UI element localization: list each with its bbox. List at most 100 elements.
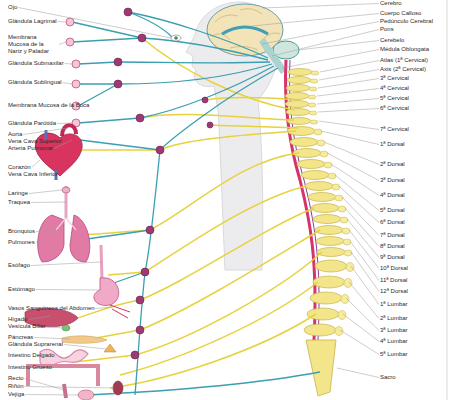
structure-label: 4ª Dorsal [380,192,405,199]
structure-label: 2ª Lumbar [380,315,408,322]
organ-label: Membrana Mucosa de la Nariz y Paladar [8,34,58,55]
leader-line [34,338,70,340]
nerve [118,64,272,84]
leader-line [31,262,101,266]
leader-line [262,4,379,9]
structure-label: Médula Oblongata [380,46,429,53]
leader-line [340,330,379,355]
leader-line [324,142,379,165]
nerve [108,186,306,275]
vertebra [310,292,342,304]
organ-label: Corazón [8,164,31,171]
structure-label: 3ª Dorsal [380,177,405,184]
spinous-process [308,103,316,107]
ganglion [156,146,164,154]
leader-line [63,83,72,85]
pelvic-nerve [88,372,320,395]
organ-label: Hígado [8,316,27,323]
lung [70,215,90,262]
page-rule [447,0,448,400]
leader-line [36,240,40,243]
ganglion [141,268,149,276]
organ-label: Arteria Pulmonar [8,145,53,152]
spinous-process [338,311,346,320]
organ-label: Glándula Parótida [8,120,56,127]
ganglion [114,80,122,88]
leader-line [331,164,379,196]
organ-label: Estómago [8,286,35,293]
leader-line [345,208,379,247]
organ-label: Vena Cava Superior [8,138,62,145]
gland [72,80,80,88]
spinous-process [310,79,318,83]
structure-label: 3ª Cervical [380,75,409,82]
structure-label: 4ª Cervical [380,85,409,92]
spinous-process [335,195,343,201]
gland [66,38,74,46]
vertebra [304,324,336,336]
spinous-process [310,120,318,124]
ganglion [146,226,154,234]
leader-line [346,298,379,331]
leader-line [317,99,379,105]
vertebra [305,182,333,191]
leader-line [32,160,40,168]
leader-line [349,230,379,269]
ganglion [131,351,139,359]
leader-line [59,42,66,45]
leader-line [272,30,379,57]
vertebra [287,118,311,125]
leader-line [351,266,379,305]
organ-label: Glándula Submaxilar [8,60,64,67]
structure-label: 6ª Cervical [380,105,409,112]
leader-line [262,22,379,45]
nerve [140,115,294,120]
structure-label: 1ª Dorsal [380,141,405,148]
pancreas [62,336,107,343]
nerve [128,12,268,58]
leader-line [58,21,66,23]
organ-label: Páncreas [8,334,33,341]
lungs [38,186,90,262]
spinous-process [324,162,332,168]
spinous-process [328,173,336,179]
vertebra [313,215,341,224]
vertebra [288,69,312,76]
gallbladder [62,325,70,331]
kidney [113,381,123,395]
vertebra [311,204,339,213]
leader-line [342,197,379,236]
structure-label: 4ª Lumbar [380,338,408,345]
bronchi [56,218,76,230]
leader-line [319,121,379,130]
structure-label: 12ª Dorsal [380,288,408,295]
structure-label: 5ª Lumbar [380,351,408,358]
spinous-process [332,184,340,190]
nerve [140,66,274,118]
vertebra [290,138,318,147]
leader-line [252,14,379,27]
organ-label: Esófago [8,262,30,269]
leader-line [96,307,112,309]
parasympathetic-nerves [72,12,320,395]
glands [66,18,80,127]
vertebra [297,160,325,169]
organ-label: Intestino Grueso [8,364,52,371]
organ-label: Vasos Sanguíneos del Abdomen [8,305,95,312]
spinous-process [344,279,352,288]
vertebra [285,93,309,100]
organ-label: Laringe [8,190,28,197]
vertebra [316,237,344,246]
structure-label: Pons [380,26,394,33]
nerve [205,98,298,128]
leader-line [318,79,379,89]
spinous-process [317,140,325,146]
spinous-process [343,239,351,245]
organ-label: Bronquios [8,228,35,235]
nerve [120,282,318,375]
organ-label: Glándula Lagrimal [8,18,57,25]
leader-line [25,394,79,396]
leader-line [320,61,379,73]
spinous-process [344,250,352,256]
ganglion [202,97,208,103]
